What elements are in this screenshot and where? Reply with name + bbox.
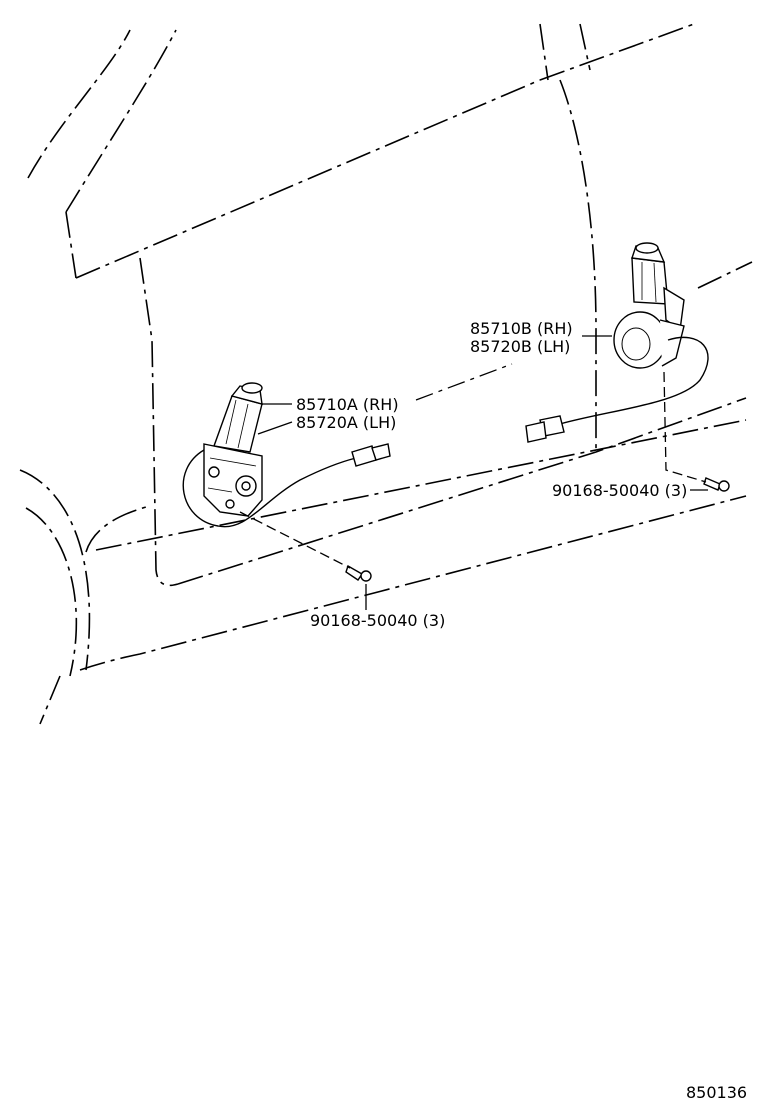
motor-a-label-lh: 85720A (LH): [296, 413, 396, 432]
motor-a-connector: [351, 443, 391, 467]
screw-front: [345, 564, 372, 582]
motor-b-connector: [525, 415, 565, 443]
screw-rear-label: 90168-50040 (3): [552, 481, 687, 500]
motor-a-housing: [213, 382, 263, 453]
vehicle-body-outline: [19, 23, 753, 725]
motor-b-label-rh: 85710B (RH): [470, 319, 573, 338]
window-motor-a: [182, 382, 391, 528]
motor-a-label-rh: 85710A (RH): [296, 395, 399, 414]
window-motor-b: [525, 242, 709, 443]
leader-lines: [239, 335, 708, 610]
motor-a-gear-housing: [203, 443, 263, 517]
screw-front-label: 90168-50040 (3): [310, 611, 445, 630]
screw-rear: [703, 477, 730, 492]
motor-b-harness: [559, 336, 709, 425]
motor-b-housing: [631, 242, 685, 332]
motor-b-label-lh: 85720B (LH): [470, 337, 570, 356]
diagram-reference-number: 850136: [686, 1083, 747, 1102]
motor-b-gear-housing: [613, 311, 685, 369]
motor-a-harness: [182, 449, 357, 528]
